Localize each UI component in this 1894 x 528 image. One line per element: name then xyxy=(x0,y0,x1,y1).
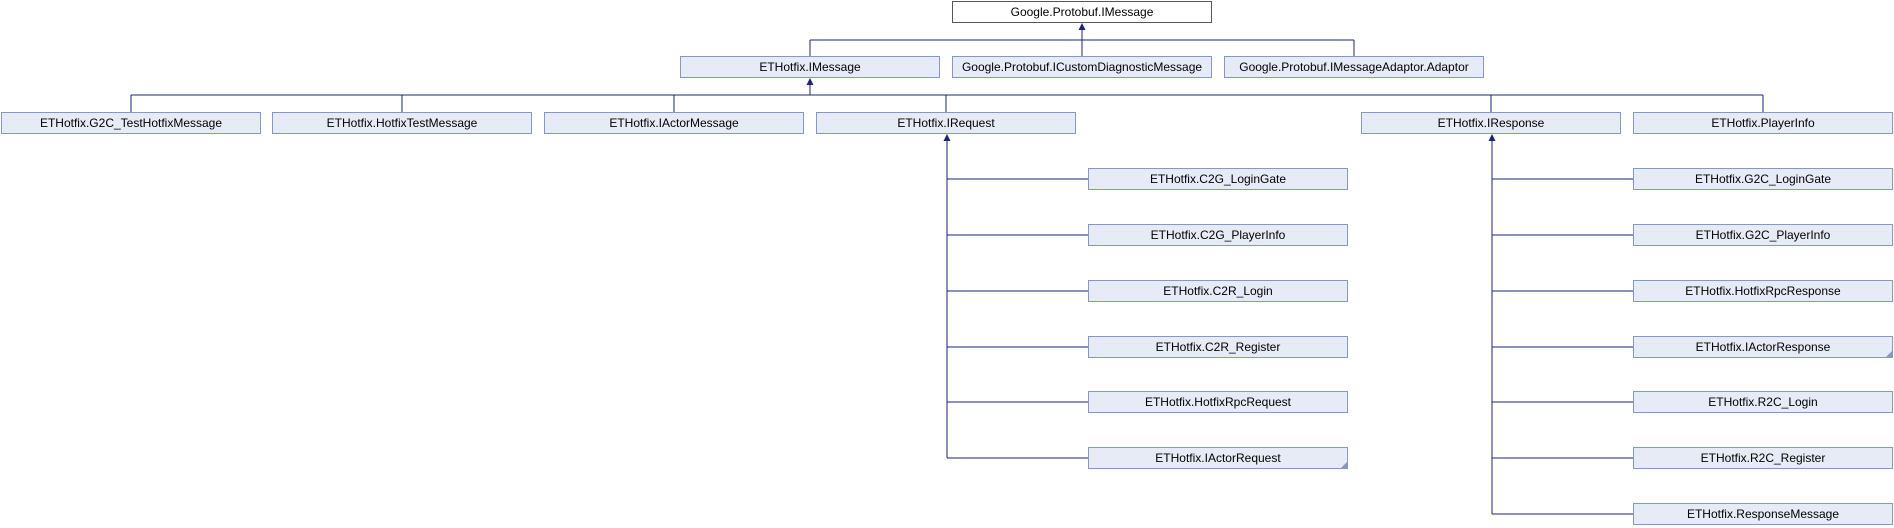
node-ethotfix-g2c-playerinfo[interactable]: ETHotfix.G2C_PlayerInfo xyxy=(1633,224,1893,246)
node-google-protobuf-imessage[interactable]: Google.Protobuf.IMessage xyxy=(952,1,1212,23)
node-ethotfix-hotfixrpcrequest[interactable]: ETHotfix.HotfixRpcRequest xyxy=(1088,391,1348,413)
node-ethotfix-g2c-logingate[interactable]: ETHotfix.G2C_LoginGate xyxy=(1633,168,1893,190)
node-ethotfix-iactorrequest[interactable]: ETHotfix.IActorRequest xyxy=(1088,447,1348,469)
node-ethotfix-hotfixtestmessage[interactable]: ETHotfix.HotfixTestMessage xyxy=(272,112,532,134)
node-ethotfix-c2g-logingate[interactable]: ETHotfix.C2G_LoginGate xyxy=(1088,168,1348,190)
node-ethotfix-g2c-testhotfixmessage[interactable]: ETHotfix.G2C_TestHotfixMessage xyxy=(1,112,261,134)
node-ethotfix-irequest[interactable]: ETHotfix.IRequest xyxy=(816,112,1076,134)
arrowhead-iresponse xyxy=(1488,134,1496,141)
node-ethotfix-iactorresponse[interactable]: ETHotfix.IActorResponse xyxy=(1633,336,1893,358)
arrowhead-irequest xyxy=(943,134,951,141)
node-ethotfix-c2g-playerinfo[interactable]: ETHotfix.C2G_PlayerInfo xyxy=(1088,224,1348,246)
node-ethotfix-hotfixrpcresponse[interactable]: ETHotfix.HotfixRpcResponse xyxy=(1633,280,1893,302)
node-ethotfix-responsemessage[interactable]: ETHotfix.ResponseMessage xyxy=(1633,503,1893,525)
node-google-protobuf-icustomdiagnosticmessage[interactable]: Google.Protobuf.ICustomDiagnosticMessage xyxy=(952,56,1212,78)
node-ethotfix-r2c-login[interactable]: ETHotfix.R2C_Login xyxy=(1633,391,1893,413)
arrowhead-et_imessage xyxy=(806,78,814,85)
arrowhead-gpb_imessage xyxy=(1078,23,1086,30)
node-ethotfix-iresponse[interactable]: ETHotfix.IResponse xyxy=(1361,112,1621,134)
node-ethotfix-c2r-login[interactable]: ETHotfix.C2R_Login xyxy=(1088,280,1348,302)
node-ethotfix-imessage[interactable]: ETHotfix.IMessage xyxy=(680,56,940,78)
node-ethotfix-c2r-register[interactable]: ETHotfix.C2R_Register xyxy=(1088,336,1348,358)
node-google-protobuf-imessageadaptor-adaptor[interactable]: Google.Protobuf.IMessageAdaptor.Adaptor xyxy=(1224,56,1484,78)
node-ethotfix-r2c-register[interactable]: ETHotfix.R2C_Register xyxy=(1633,447,1893,469)
node-ethotfix-iactormessage[interactable]: ETHotfix.IActorMessage xyxy=(544,112,804,134)
node-ethotfix-playerinfo[interactable]: ETHotfix.PlayerInfo xyxy=(1633,112,1893,134)
